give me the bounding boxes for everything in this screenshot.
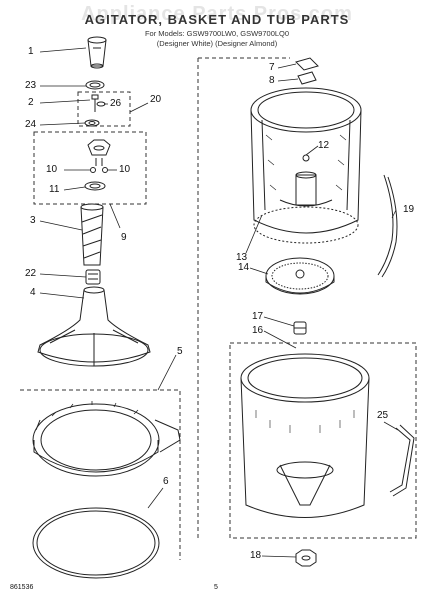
callout-2: 2 (28, 97, 34, 108)
callout-10-right: 10 (119, 164, 131, 175)
callout-5: 5 (177, 346, 183, 357)
part-auger (80, 203, 104, 266)
part-number-code: 861536 (10, 584, 34, 591)
part-7-8 (295, 57, 319, 85)
callout-22: 22 (25, 268, 37, 279)
variant-line: (Designer White) (Designer Almond) (156, 39, 278, 48)
group-box-16 (229, 342, 417, 539)
callout-10-left: 10 (46, 164, 58, 175)
watermark: Appliance Parts Pros.com (81, 3, 353, 25)
part-agitator-cap (87, 36, 107, 69)
callout-7: 7 (269, 62, 275, 73)
part-spin-gear (265, 257, 335, 295)
callout-11: 11 (49, 184, 60, 195)
part-17 (293, 321, 307, 335)
part-agitator-cam (87, 139, 111, 173)
model-line: For Models: GSW9700LW0, GSW9700LQ0 (144, 29, 290, 38)
group-box-13 (197, 57, 290, 540)
callout-18: 18 (250, 550, 262, 561)
group-box-20 (77, 91, 131, 127)
part-agitator-base (37, 286, 151, 367)
callout-13: 13 (236, 252, 248, 263)
callout-26: 26 (110, 98, 122, 109)
callout-14: 14 (238, 262, 250, 273)
callout-20: 20 (150, 94, 162, 105)
callout-1: 1 (28, 46, 34, 57)
part-outer-tub (240, 353, 370, 518)
callout-16: 16 (252, 325, 264, 336)
part-tub-nut (295, 549, 317, 567)
part-22 (85, 269, 101, 285)
part-drain-hose (389, 424, 415, 497)
callout-24: 24 (25, 119, 37, 130)
callout-17: 17 (252, 311, 264, 322)
callout-3: 3 (30, 215, 36, 226)
group-box-5 (20, 389, 181, 560)
callout-12: 12 (318, 140, 330, 151)
callout-4: 4 (30, 287, 36, 298)
callout-6: 6 (163, 476, 169, 487)
part-balance-ring (32, 401, 181, 477)
callout-19: 19 (403, 204, 415, 215)
page-number: 5 (214, 584, 218, 591)
part-tub-ring (32, 507, 160, 579)
callout-9: 9 (121, 232, 127, 243)
part-11 (84, 181, 106, 191)
diagram-title: AGITATOR, BASKET AND TUB PARTS (84, 12, 350, 27)
part-24 (84, 119, 100, 127)
callout-23: 23 (25, 80, 37, 91)
part-hose (377, 174, 398, 278)
callout-8: 8 (269, 75, 275, 86)
callout-25: 25 (377, 410, 389, 421)
part-26 (96, 101, 106, 107)
part-23 (85, 80, 105, 90)
part-bolt-2 (91, 94, 99, 112)
part-spin-basket (250, 87, 362, 244)
